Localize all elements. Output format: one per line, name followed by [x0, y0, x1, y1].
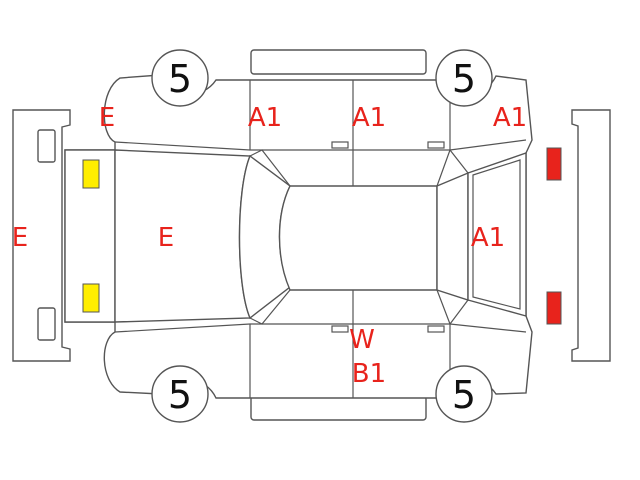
- trunk: [467, 152, 527, 317]
- code-rear-window: A1: [471, 223, 505, 253]
- front-bumper-slot-top: [37, 129, 56, 163]
- left-front-door-handle: [331, 141, 349, 149]
- code-left-front-fender: E: [99, 103, 115, 133]
- tire-rear-left-label: 5: [452, 57, 476, 101]
- code-left-rear-door: A1: [352, 103, 386, 133]
- left-headlamp: [82, 159, 100, 189]
- tire-front-left: [151, 49, 209, 107]
- right-side-skirt: [250, 395, 427, 421]
- right-headlamp: [82, 283, 100, 313]
- code-front-bumper: E: [12, 223, 28, 253]
- tire-rear-right-label: 5: [452, 373, 476, 417]
- right-taillamp: [546, 291, 562, 325]
- rear-bumper: [571, 109, 611, 362]
- hood: [114, 149, 252, 323]
- code-hood: E: [158, 223, 174, 253]
- left-body-sill: [114, 139, 527, 151]
- tire-front-right-label: 5: [168, 373, 192, 417]
- right-front-door-handle: [331, 325, 349, 333]
- tire-front-right: [151, 365, 209, 423]
- tire-rear-left: [435, 49, 493, 107]
- tire-front-left-label: 5: [168, 57, 192, 101]
- front-bumper: [12, 109, 71, 362]
- code-left-rear-quarter: A1: [493, 103, 527, 133]
- code-right-door-w: W: [349, 325, 375, 355]
- code-right-door-b1: B1: [352, 359, 386, 389]
- right-rear-door-handle: [427, 325, 445, 333]
- rear-window: [436, 171, 469, 301]
- code-left-front-door: A1: [248, 103, 282, 133]
- left-taillamp: [546, 147, 562, 181]
- left-rear-door-handle: [427, 141, 445, 149]
- trunk-inner-line: [472, 159, 521, 310]
- roof: [278, 185, 438, 291]
- front-bumper-slot-bottom: [37, 307, 56, 341]
- right-body-sill: [114, 323, 527, 333]
- left-side-skirt: [250, 49, 427, 75]
- tire-rear-right: [435, 365, 493, 423]
